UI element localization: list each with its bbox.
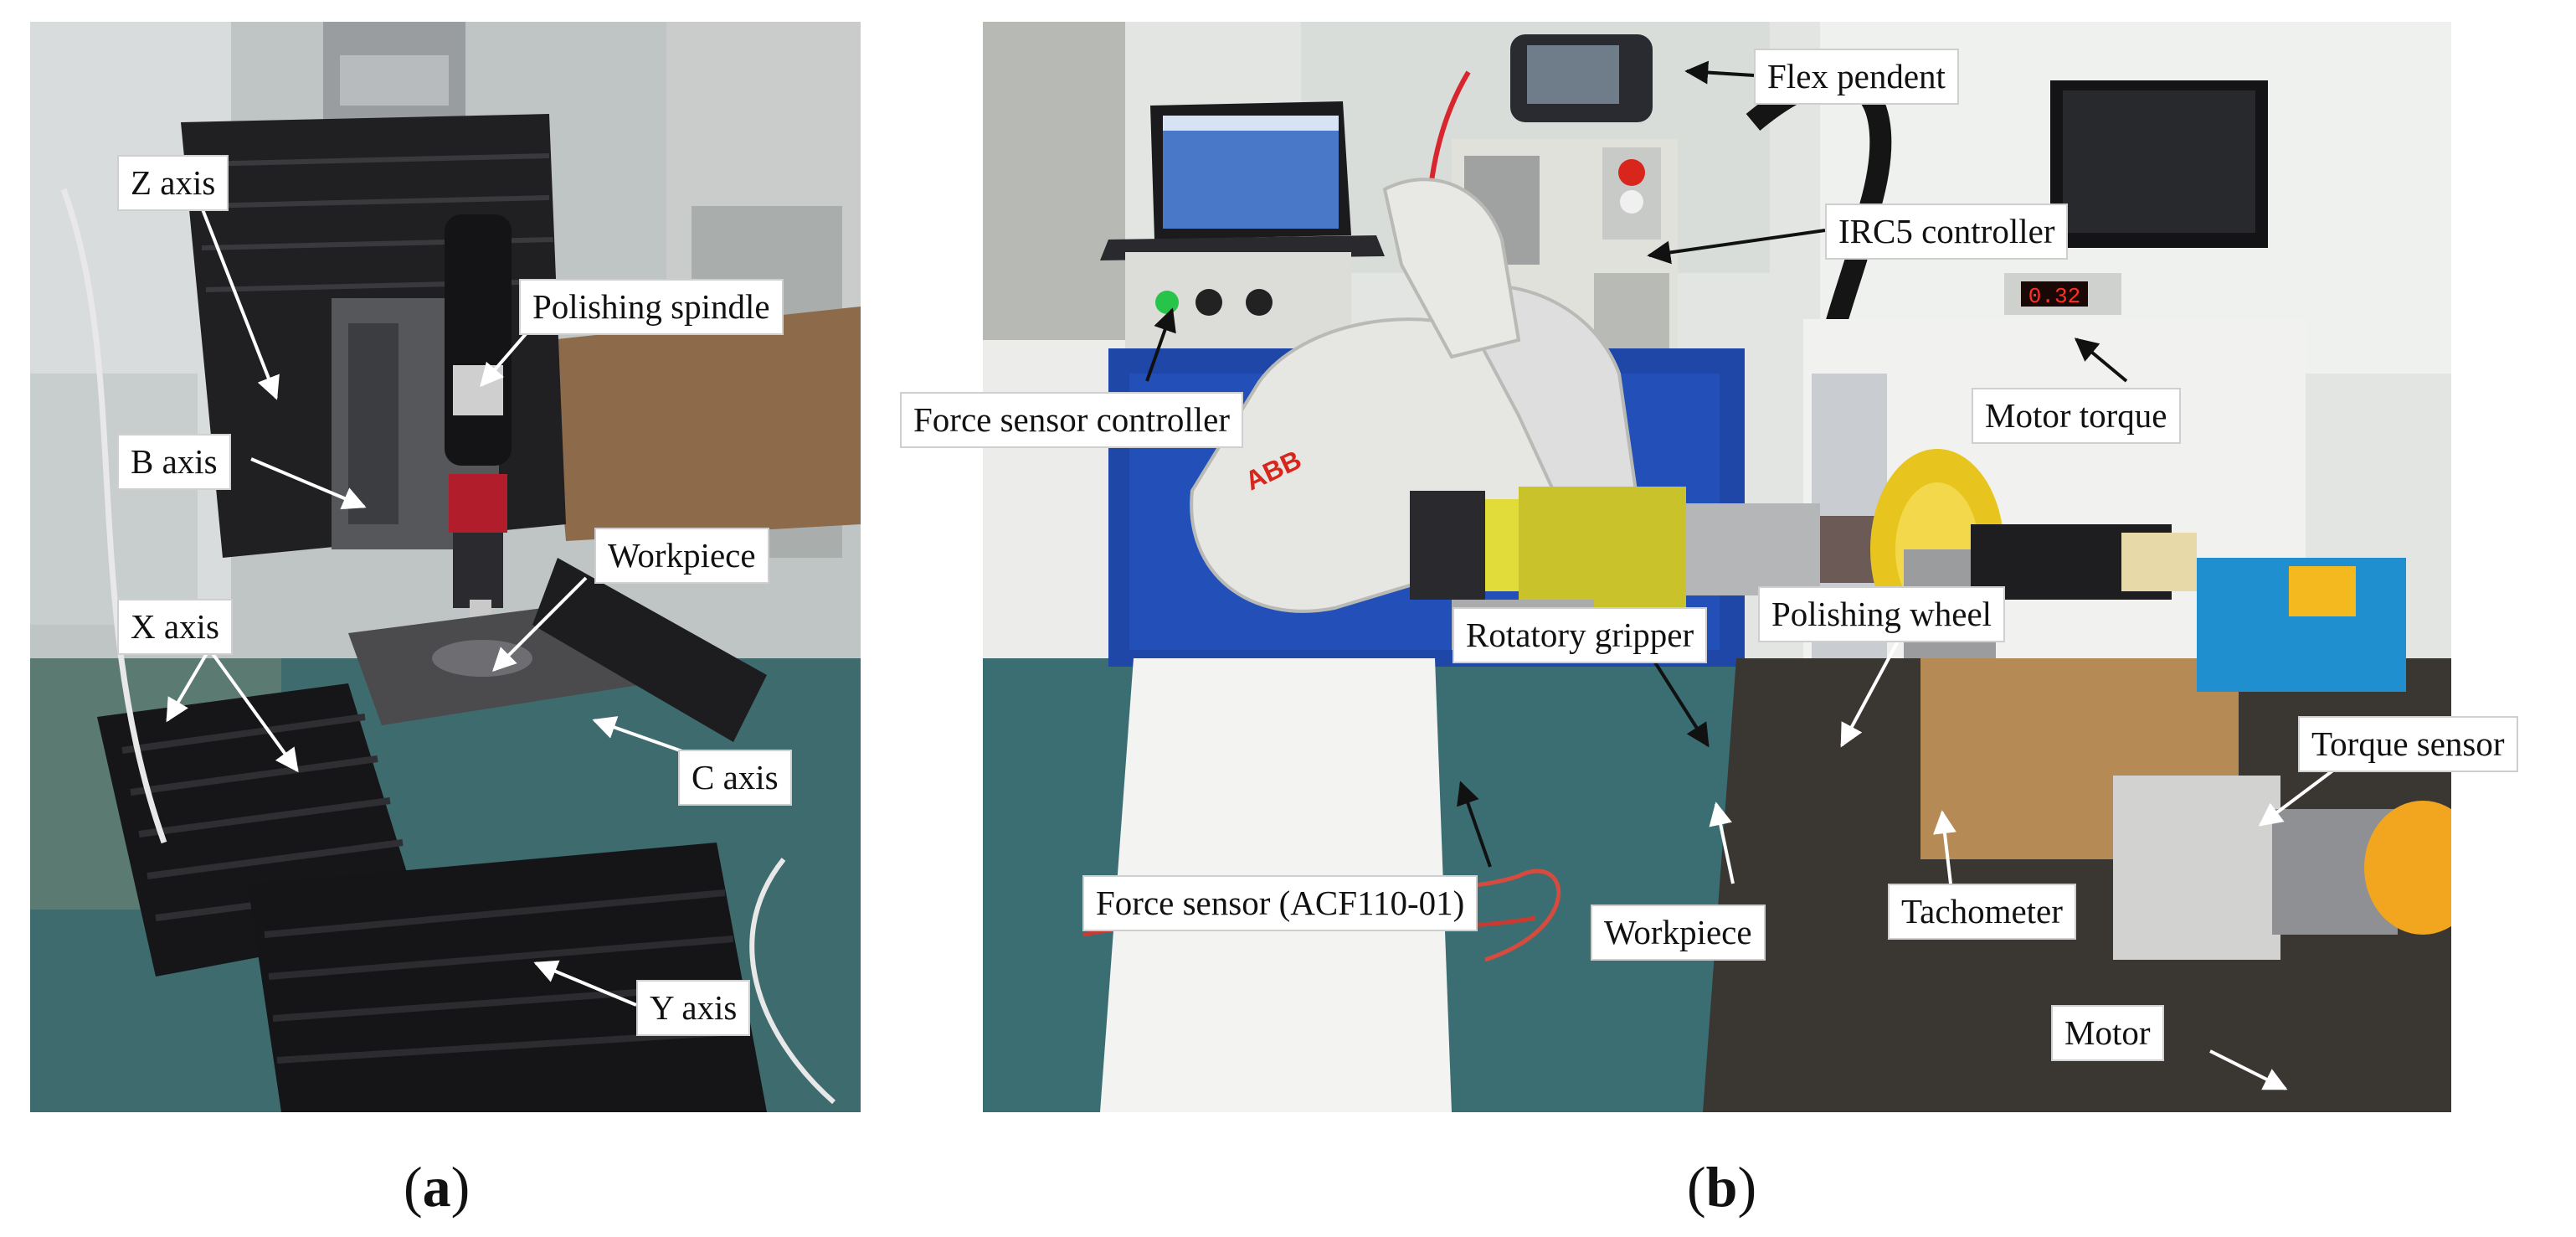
callout-torque-sensor: Torque sensor <box>2298 716 2518 773</box>
callout-workpiece-a: Workpiece <box>594 528 769 585</box>
svg-text:0.32: 0.32 <box>2028 284 2080 309</box>
callout-tachometer: Tachometer <box>1888 884 2076 941</box>
callout-b-axis: B axis <box>117 434 231 491</box>
callout-polishing-spindle: Polishing spindle <box>519 279 784 336</box>
callout-flex-pendent: Flex pendent <box>1754 49 1959 106</box>
callout-workpiece-b: Workpiece <box>1591 905 1766 961</box>
callout-z-axis: Z axis <box>117 155 229 212</box>
callout-irc5-controller: IRC5 controller <box>1825 204 2069 260</box>
callout-force-sensor: Force sensor (ACF110-01) <box>1082 875 1478 932</box>
callout-x-axis: X axis <box>117 599 233 656</box>
callout-polishing-wheel: Polishing wheel <box>1758 586 2006 643</box>
callout-motor: Motor <box>2051 1005 2164 1062</box>
callout-rotatory-gripper: Rotatory gripper <box>1453 607 1708 664</box>
panel-label-a: (a) <box>404 1155 470 1219</box>
photo-polishing-machine <box>30 22 861 1112</box>
callout-c-axis: C axis <box>678 750 792 807</box>
callout-y-axis: Y axis <box>636 980 751 1037</box>
panel-label-b: (b) <box>1687 1155 1757 1219</box>
callout-force-sensor-controller: Force sensor controller <box>900 392 1243 449</box>
callout-motor-torque: Motor torque <box>1972 388 2181 445</box>
